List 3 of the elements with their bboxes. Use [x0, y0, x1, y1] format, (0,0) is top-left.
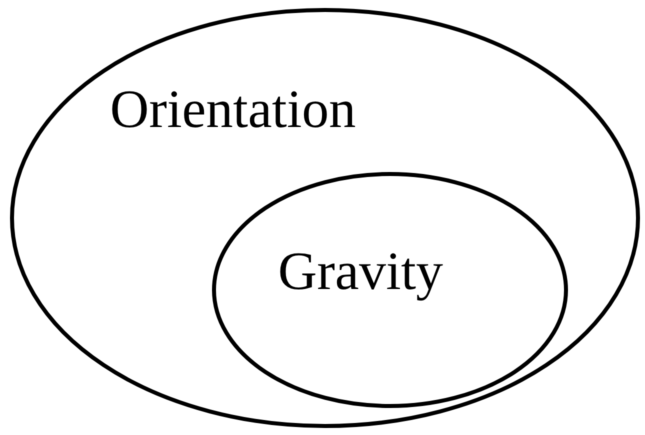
ellipse-outline	[212, 172, 568, 408]
ellipse-outline	[10, 8, 640, 428]
set-label: Orientation	[110, 82, 356, 136]
